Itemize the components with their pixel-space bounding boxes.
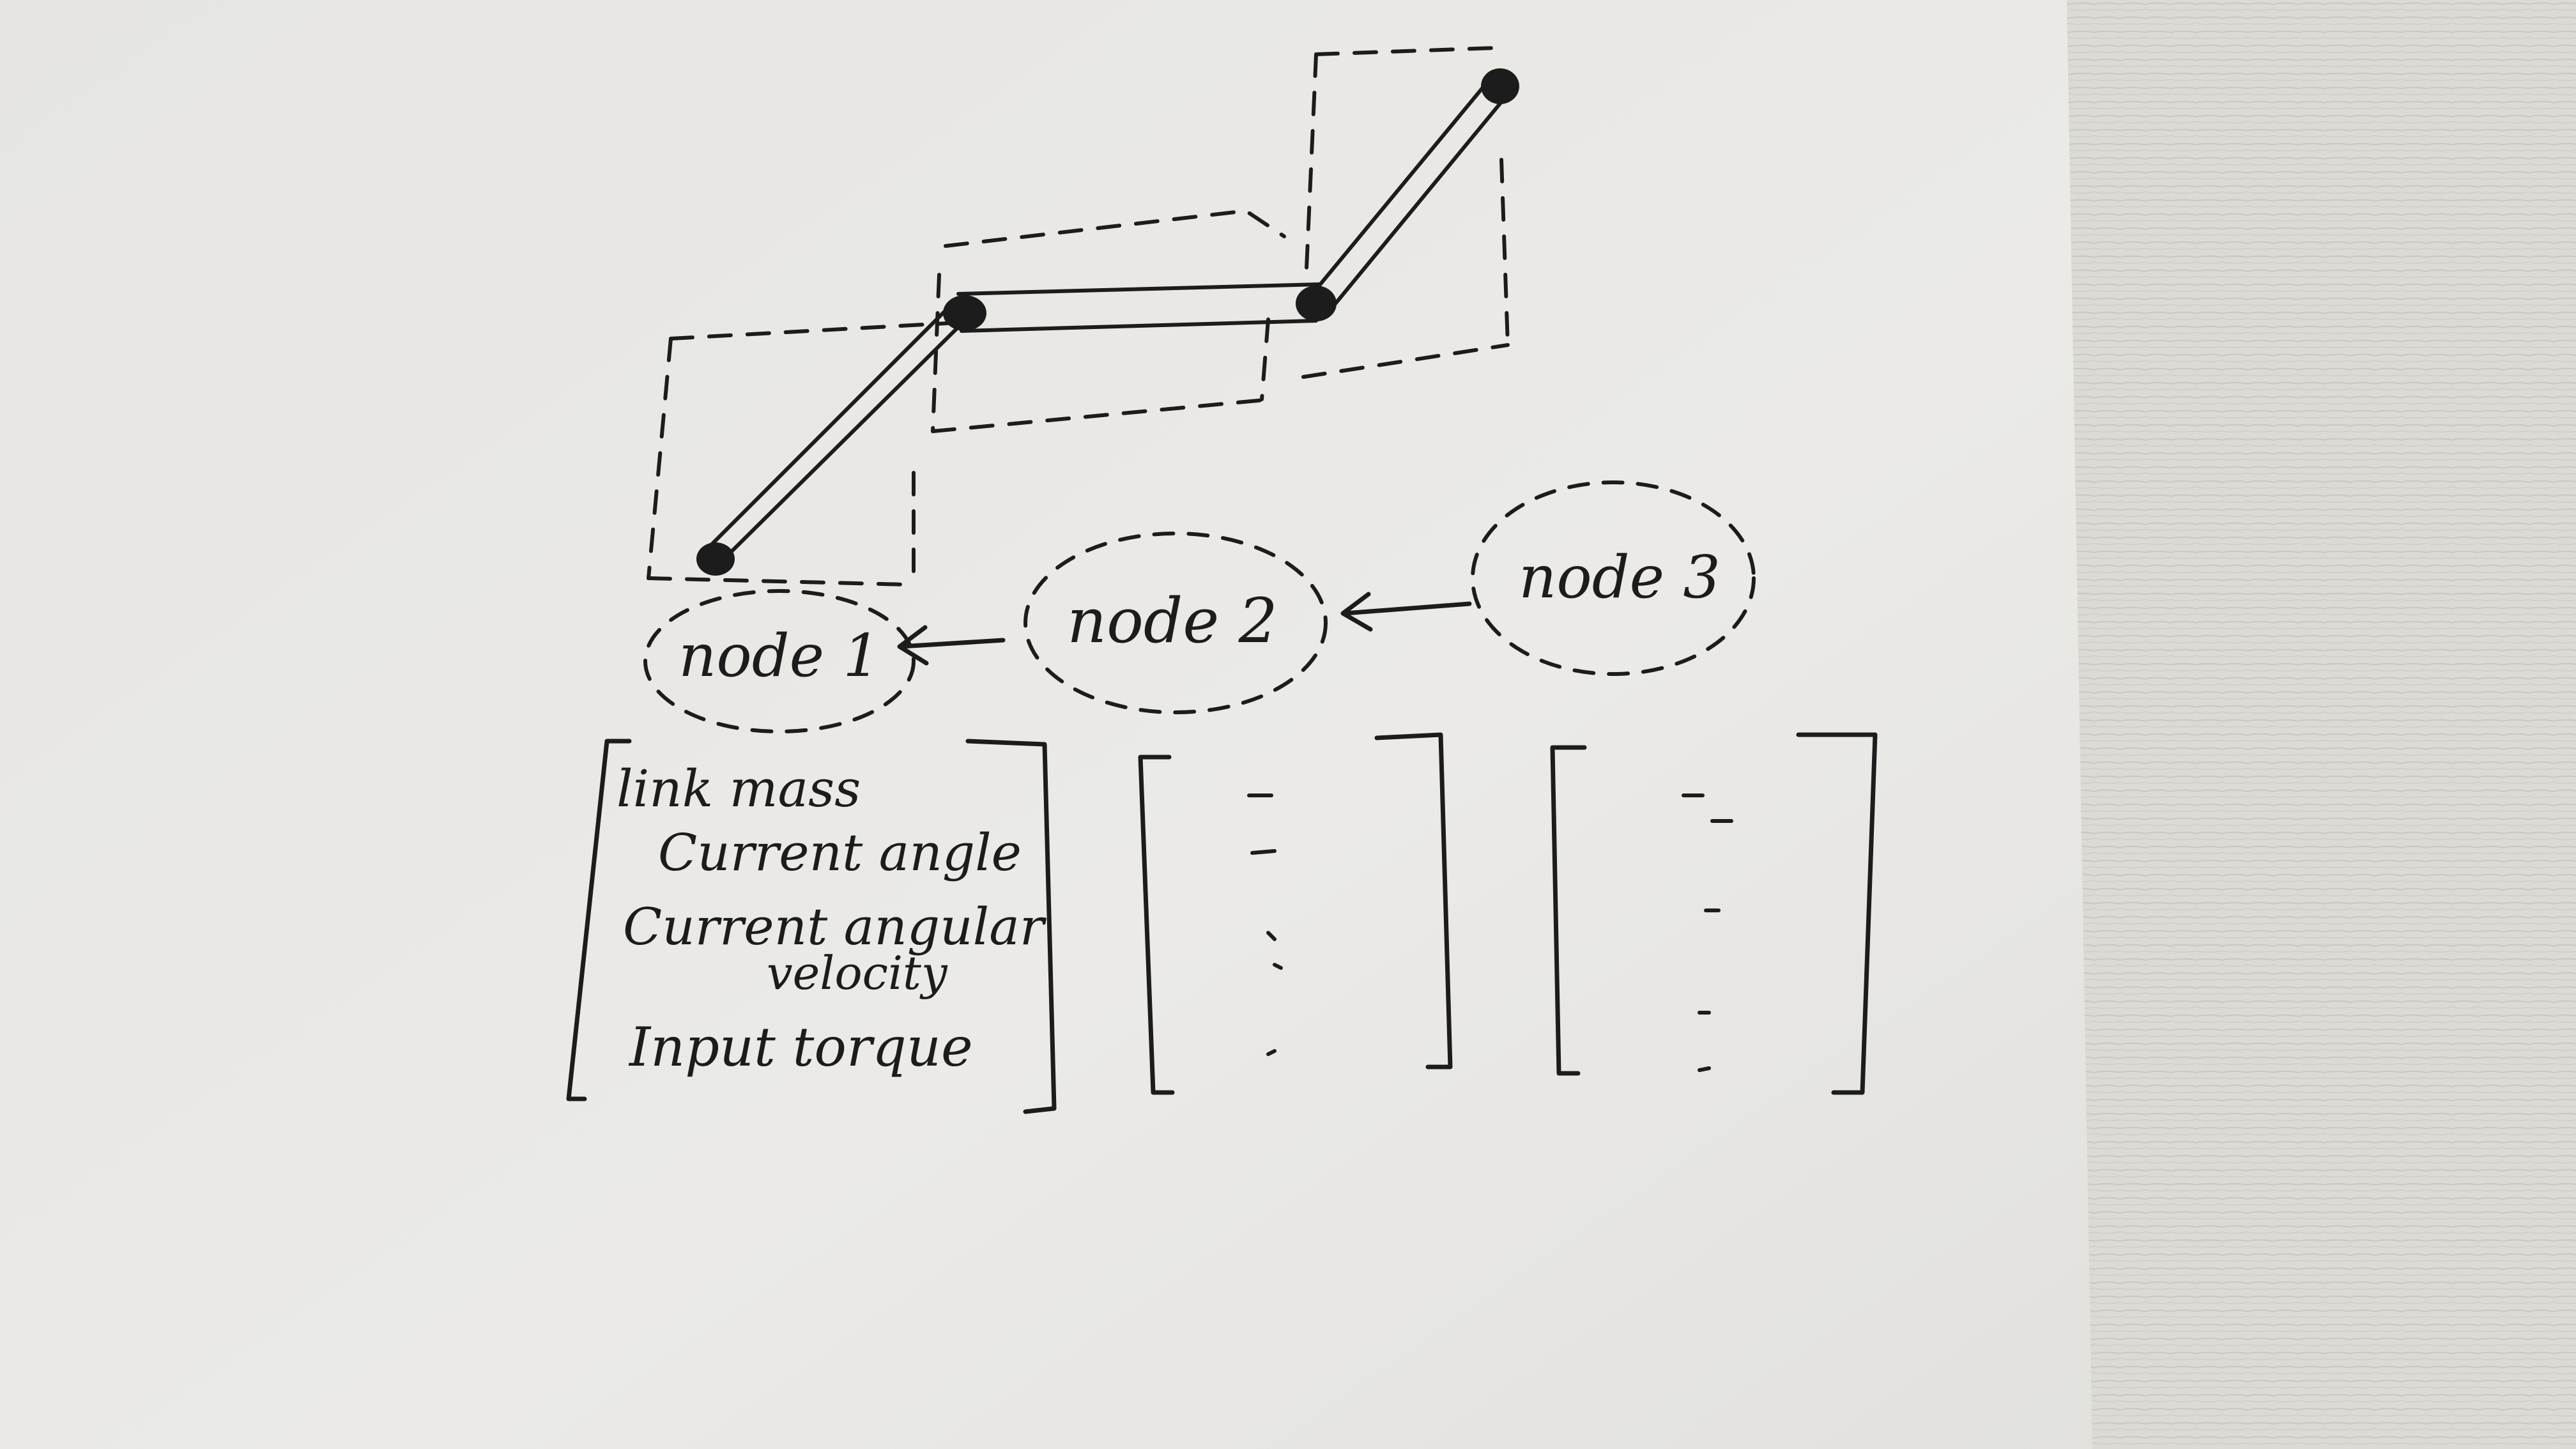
bounding-box-link-2 [931, 209, 1286, 433]
paper-sheet [0, 0, 2092, 1449]
arm-link-1 [706, 303, 968, 564]
desk-surface [2064, 0, 2576, 1449]
node2-label: node 2 [1067, 585, 1277, 657]
joint-3-icon [1481, 68, 1519, 104]
feature-velocity: velocity [767, 946, 948, 1000]
node3-label: node 3 [1519, 543, 1721, 611]
vector3-right-bracket [1796, 732, 1878, 1095]
node2-outline [1023, 532, 1328, 714]
joint-2-icon [1296, 286, 1337, 321]
vector2-left-bracket [1138, 755, 1175, 1095]
vector1-right-bracket [965, 739, 1057, 1114]
joint-1-icon [943, 295, 986, 331]
feature-current-angle: Current angle [658, 823, 1022, 882]
feature-current-angular: Current angular [623, 897, 1047, 956]
node1-label: node 1 [678, 622, 880, 690]
arm-link-3 [1308, 75, 1511, 315]
bounding-box-link-3 [1301, 46, 1510, 379]
edge-node3-to-node2-arrow [1340, 592, 1472, 632]
feature-input-torque: Input torque [628, 1016, 973, 1078]
node1-outline [643, 589, 916, 733]
node3-outline [1471, 480, 1756, 676]
bounding-box-link-1 [647, 321, 960, 586]
vector2-placeholder-entries [1247, 793, 1283, 1056]
vector3-placeholder-entries [1682, 793, 1733, 1072]
feature-link-mass: link mass [617, 759, 861, 818]
joint-base-icon [696, 542, 735, 576]
vector2-right-bracket [1374, 732, 1453, 1070]
arm-link-2 [956, 282, 1321, 333]
vector1-left-bracket [566, 739, 632, 1101]
edge-node2-to-node1-arrow [897, 625, 1006, 666]
vector3-left-bracket [1550, 745, 1587, 1076]
